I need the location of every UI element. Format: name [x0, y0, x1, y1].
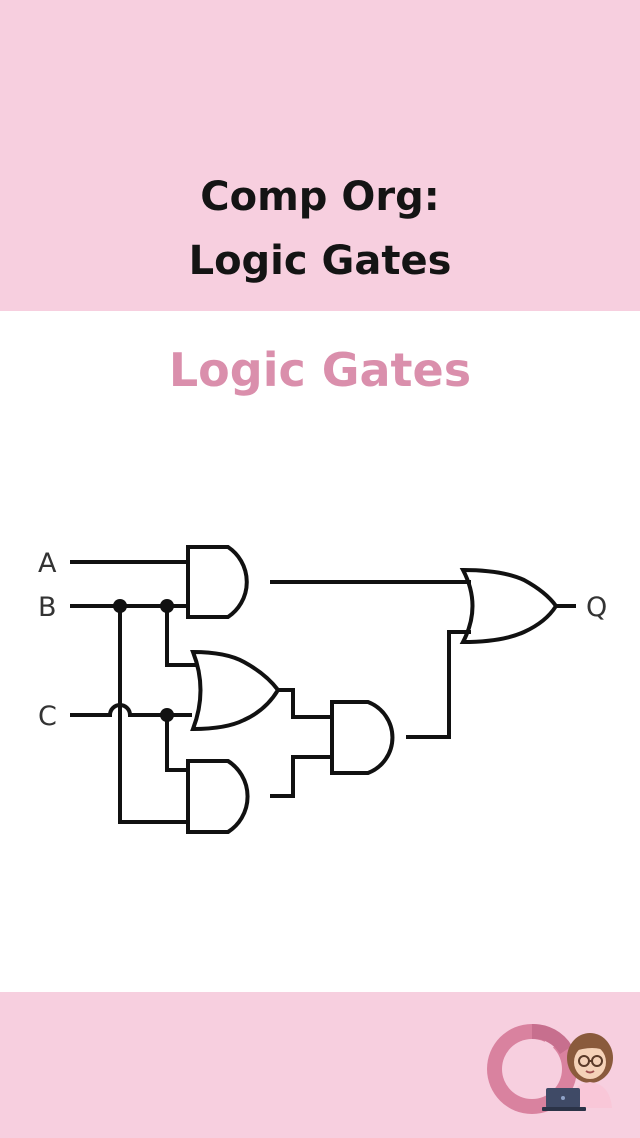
junction-b-1	[113, 599, 127, 613]
logic-circuit-diagram: A B C Q	[38, 545, 607, 834]
header-band	[0, 0, 640, 311]
wire-b-to-and2	[118, 606, 188, 824]
or-gate-1	[190, 649, 281, 732]
refresh-arrow-with-girl-at-laptop-icon	[487, 1023, 613, 1114]
wire-and3-out	[406, 630, 471, 739]
page-title-line-1: Comp Org:	[200, 174, 440, 220]
junction-c	[160, 708, 174, 722]
page-title-line-2: Logic Gates	[188, 238, 452, 284]
and-gate-1	[186, 545, 249, 619]
wire-and2-out	[270, 755, 332, 798]
section-title: Logic Gates	[168, 343, 472, 397]
and-gate-3	[330, 700, 395, 775]
input-c-label: C	[38, 701, 57, 732]
junction-b-2	[160, 599, 174, 613]
input-b-label: B	[38, 592, 57, 623]
wire-c-to-and2	[165, 715, 188, 772]
wire-b-to-or1	[165, 606, 198, 667]
page-title: Comp Org: Logic Gates	[0, 165, 640, 293]
or-gate-2	[459, 567, 559, 645]
content-area	[0, 311, 640, 992]
output-q-label: Q	[586, 592, 607, 623]
wire-or1-out	[278, 688, 332, 719]
and-gate-2	[186, 759, 250, 834]
input-a-label: A	[38, 548, 57, 579]
